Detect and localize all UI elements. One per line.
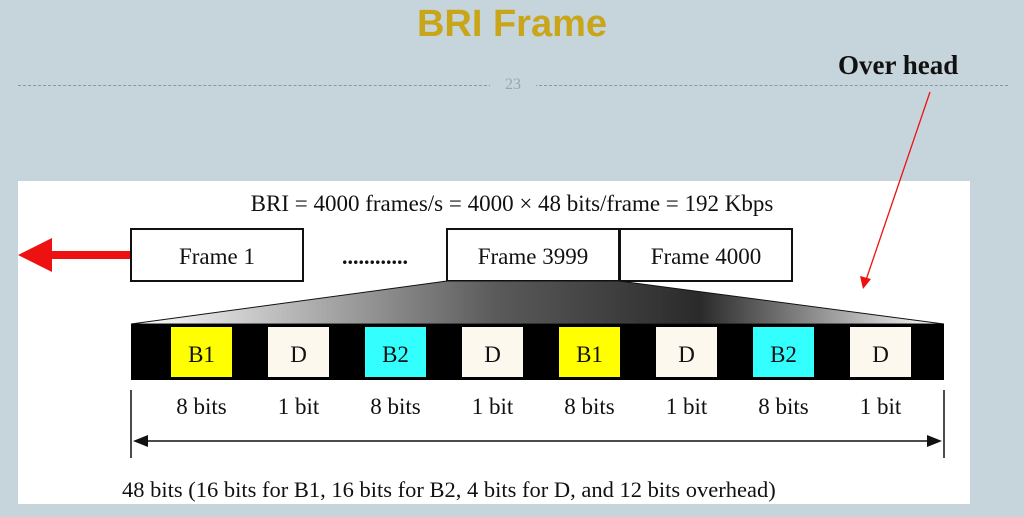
- cell-bits-2: 8 bits: [370, 394, 421, 419]
- cell-bits-0: 8 bits: [176, 394, 227, 419]
- cell-bits-4: 8 bits: [564, 394, 615, 419]
- cell-bits-6: 8 bits: [758, 394, 809, 419]
- frame-1-label: Frame 1: [179, 244, 255, 269]
- overhead-pointer-head: [860, 276, 871, 289]
- left-arrow-head: [18, 238, 52, 272]
- frame-4000-box: [619, 228, 793, 282]
- cell-box-2: [365, 327, 426, 377]
- frame-3999-box: [446, 228, 620, 282]
- frame-bit-strip: [131, 324, 944, 380]
- cell-box-0: [171, 327, 232, 377]
- cell-label-5: D: [678, 342, 695, 367]
- cell-label-0: B1: [188, 342, 215, 367]
- cell-box-3: [462, 327, 523, 377]
- bri-equation: BRI = 4000 frames/s = 4000 × 48 bits/fra…: [251, 191, 774, 216]
- cell-bits-1: 1 bit: [278, 394, 320, 419]
- frame-4000-label: Frame 4000: [651, 244, 762, 269]
- cell-box-4: [559, 327, 620, 377]
- cell-label-2: B2: [382, 342, 409, 367]
- overhead-pointer-line: [865, 91, 931, 281]
- total-bits-caption: 48 bits (16 bits for B1, 16 bits for B2,…: [122, 477, 776, 502]
- slide-title: BRI Frame: [416, 3, 608, 45]
- total-arrow-left-head: [133, 435, 148, 447]
- cell-bits-3: 1 bit: [472, 394, 514, 419]
- cell-bits-7: 1 bit: [860, 394, 902, 419]
- cell-label-6: B2: [770, 342, 797, 367]
- cell-label-4: B1: [576, 342, 603, 367]
- cell-box-7: [850, 327, 911, 377]
- total-arrow-right-head: [927, 435, 942, 447]
- frame-3999-label: Frame 3999: [478, 244, 589, 269]
- frames-ellipsis: ............: [342, 244, 408, 269]
- frame-1-box: [130, 228, 304, 282]
- frame-cells: B1 8 bits D 1 bit B2 8 bits D 1 bit B1 8 bits D 1 b…: [171, 327, 911, 419]
- cell-box-5: [656, 327, 717, 377]
- cell-label-1: D: [290, 342, 307, 367]
- zoom-trapezoid: [130, 280, 945, 325]
- page-number: 23: [490, 76, 536, 94]
- cell-bits-5: 1 bit: [666, 394, 708, 419]
- cell-label-7: D: [872, 342, 889, 367]
- overhead-label: Over head: [838, 50, 959, 80]
- cell-box-1: [268, 327, 329, 377]
- cell-label-3: D: [484, 342, 501, 367]
- cell-box-6: [753, 327, 814, 377]
- left-arrow-shaft: [48, 251, 132, 259]
